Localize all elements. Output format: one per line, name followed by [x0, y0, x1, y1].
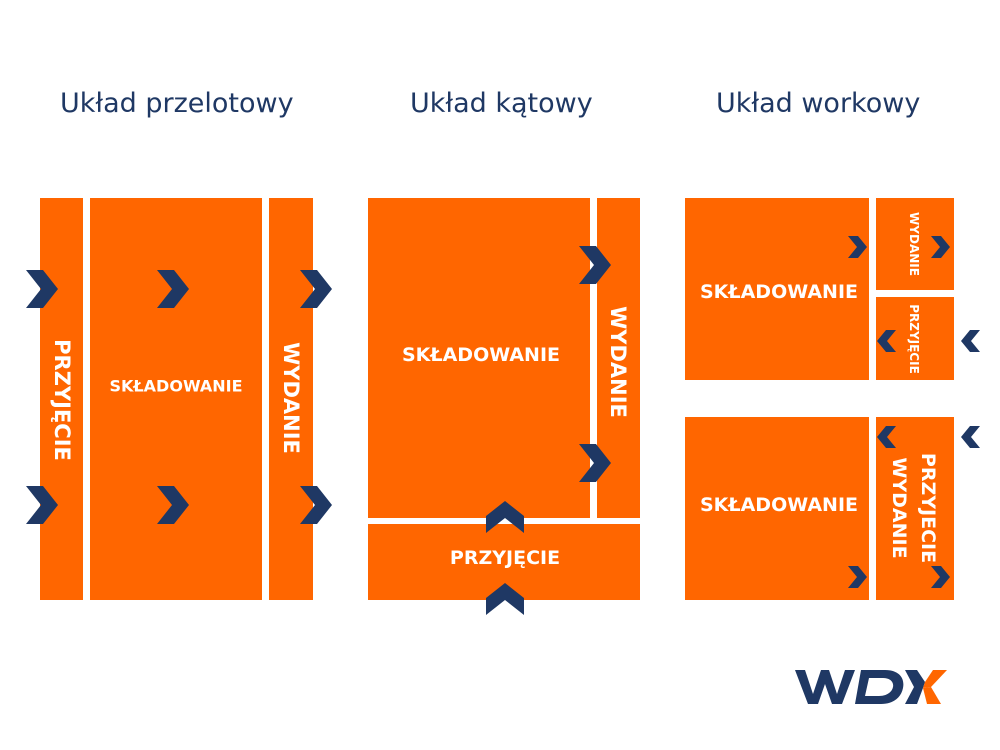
przelotowy-przyjecie-zone: [40, 198, 83, 600]
przelotowy-wydanie-zone: [269, 198, 313, 600]
title-workowy: Układ workowy: [716, 88, 921, 119]
arrow-chevron-right-icon: [579, 444, 611, 482]
workowy-bottom-skladowanie-label: SKŁADOWANIE: [700, 494, 858, 516]
arrow-chevron-right-icon: [931, 236, 950, 258]
arrow-chevron-right-icon: [300, 270, 332, 308]
arrow-chevron-right-icon: [157, 486, 189, 524]
workowy-top-skladowanie-zone: [685, 198, 869, 380]
katowy-skladowanie-zone: [368, 198, 590, 518]
arrow-chevron-right-icon: [26, 270, 58, 308]
arrow-chevron-right-icon: [848, 566, 867, 588]
workowy-bottom-skladowanie-zone: [685, 417, 869, 600]
przelotowy-skladowanie-label: SKŁADOWANIE: [109, 376, 243, 396]
arrow-chevron-right-icon: [300, 486, 332, 524]
katowy-przyjecie-label: PRZYJĘCIE: [449, 547, 561, 569]
arrow-chevron-right-icon: [848, 236, 867, 258]
title-przelotowy: Układ przelotowy: [60, 88, 294, 119]
workowy-top-skladowanie-label: SKŁADOWANIE: [700, 281, 858, 303]
arrow-chevron-left-icon: [877, 426, 896, 448]
arrow-chevron-right-icon: [579, 246, 611, 284]
arrow-chevron-left-icon: [877, 330, 896, 352]
arrow-chevron-left-icon: [961, 330, 980, 352]
arrow-chevron-up-icon: [486, 501, 524, 533]
katowy-skladowanie-label: SKŁADOWANIE: [402, 344, 560, 366]
arrow-chevron-up-icon: [486, 583, 524, 615]
przelotowy-skladowanie-zone: [90, 198, 262, 600]
wdx-logo: [795, 670, 947, 704]
arrow-chevron-right-icon: [157, 270, 189, 308]
arrow-chevron-right-icon: [931, 566, 950, 588]
arrow-chevron-left-icon: [961, 426, 980, 448]
arrow-chevron-right-icon: [26, 486, 58, 524]
title-katowy: Układ kątowy: [410, 88, 593, 119]
